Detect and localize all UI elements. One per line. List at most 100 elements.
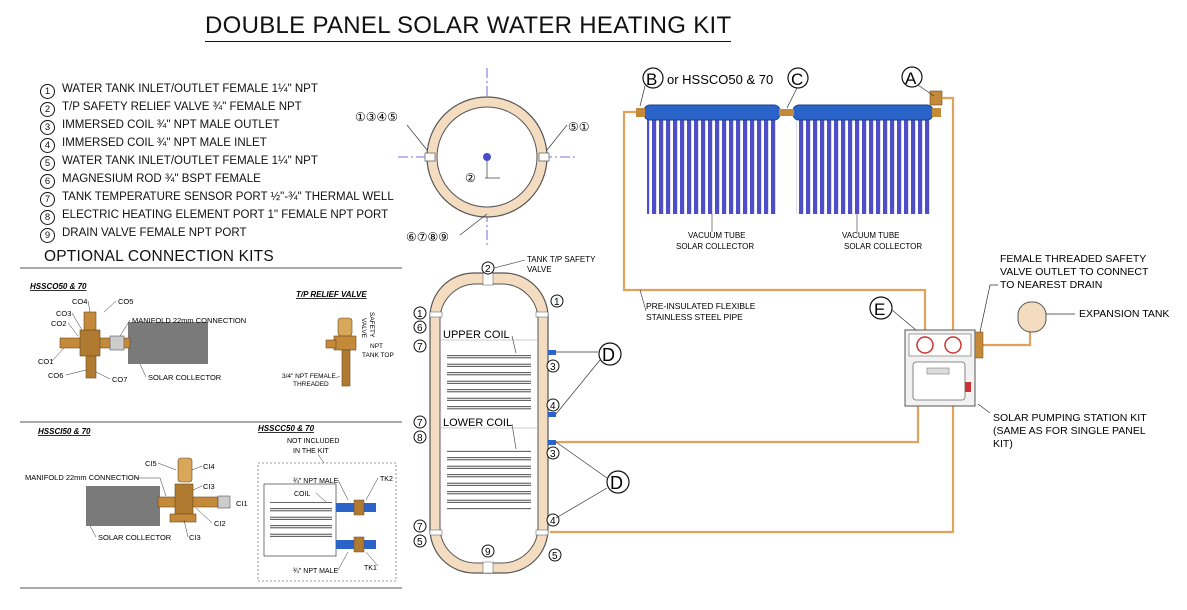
valve-icon (337, 317, 353, 337)
piping (550, 96, 1032, 534)
callouts-d: D D (555, 342, 630, 519)
part-label: CI5 (145, 459, 157, 468)
part-label: CO3 (56, 309, 71, 318)
legend-number: 9 (40, 228, 55, 243)
part-label: SOLAR COLLECTOR (98, 533, 172, 542)
expansion-tank: EXPANSION TANK (1017, 301, 1169, 333)
tp-valve-label: VALVE (527, 265, 552, 274)
port-number: 2 (485, 264, 491, 275)
callout-b-note: or HSSCO50 & 70 (667, 72, 773, 87)
callout-d: D (602, 345, 615, 365)
legend-item: 8 ELECTRIC HEATING ELEMENT PORT 1" FEMALE… (40, 207, 394, 225)
vacuum-tube-panel-1 (647, 118, 777, 214)
part-label: IN THE KIT (293, 448, 329, 455)
part-label: CI2 (214, 519, 226, 528)
part-label: ¾" NPT MALE (293, 478, 338, 485)
legend-text: TANK TEMPERATURE SENSOR PORT ½"-¾" THERM… (62, 191, 394, 203)
diagram-title: DOUBLE PANEL SOLAR WATER HEATING KIT (205, 12, 732, 42)
vacuum-tube-panel-2 (796, 118, 930, 214)
legend-text: WATER TANK INLET/OUTLET FEMALE 1¼" NPT (62, 83, 318, 95)
top-view-label-left: ①③④⑤ (355, 110, 398, 124)
pump-station-label: KIT) (993, 438, 1013, 450)
part-label: CI1 (236, 499, 248, 508)
port-number: 7 (417, 418, 423, 429)
callout-d: D (610, 473, 623, 493)
port-number: 3 (550, 362, 556, 373)
upper-coil-label: UPPER COIL (443, 329, 510, 341)
part-label: CO5 (118, 297, 133, 306)
coil-icon (270, 502, 332, 538)
part-label: TK2 (380, 476, 393, 483)
legend-number: 8 (40, 210, 55, 225)
safety-outlet-label: VALVE OUTLET TO CONNECT (1000, 266, 1149, 278)
part-label: SAFETY (368, 312, 375, 338)
callout-a: A (905, 69, 917, 88)
gauge-icon (944, 336, 962, 354)
manifold-2 (792, 104, 934, 121)
legend-number: 3 (40, 120, 55, 135)
legend-text: MAGNESIUM ROD ¾" BSPT FEMALE (62, 173, 261, 185)
kit-tp-valve: T/P RELIEF VALVE SAFETY VALVE NPT TANK T… (282, 290, 394, 388)
legend-number: 7 (40, 192, 55, 207)
kit-hssco: HSSCO50 & 70 CO4 CO3 CO2 CO5 CO1 CO6 CO7… (30, 282, 246, 384)
part-label: NPT (370, 343, 383, 350)
port-number: 1 (554, 297, 560, 308)
legend-number: 4 (40, 138, 55, 153)
kit-title: HSSCO50 & 70 (30, 282, 87, 291)
pump-station-label: (SAME AS FOR SINGLE PANEL (993, 425, 1146, 437)
port-number: 5 (552, 551, 558, 562)
pipe-label: STAINLESS STEEL PIPE (646, 312, 743, 322)
part-label: THREADED (293, 381, 329, 388)
panel-1-label: SOLAR COLLECTOR (676, 242, 754, 251)
kit-hsscc: HSSCC50 & 70 NOT INCLUDED IN THE KIT ¾" … (257, 424, 397, 582)
part-label: ¾" NPT MALE (293, 568, 338, 575)
port-number: 8 (417, 433, 423, 444)
part-label: TANK TOP (362, 352, 394, 359)
part-label: MANIFOLD 22mm CONNECTION (132, 316, 246, 325)
kit-title: HSSCC50 & 70 (258, 424, 315, 433)
legend-item: 6 MAGNESIUM ROD ¾" BSPT FEMALE (40, 171, 394, 189)
tank-top-view: ①③④⑤ ⑤① ② ⑥⑦⑧⑨ (355, 68, 590, 248)
tp-valve-label: TANK T/P SAFETY (527, 255, 596, 264)
pump-station-label: SOLAR PUMPING STATION KIT (993, 412, 1147, 424)
legend-text: T/P SAFETY RELIEF VALVE ¾" FEMALE NPT (62, 101, 302, 113)
part-label: NOT INCLUDED (287, 438, 339, 445)
kit-title: T/P RELIEF VALVE (296, 290, 367, 299)
legend-text: WATER TANK INLET/OUTLET FEMALE 1¼" NPT (62, 155, 318, 167)
port-number: 5 (417, 537, 423, 548)
legend-text: ELECTRIC HEATING ELEMENT PORT 1" FEMALE … (62, 209, 389, 221)
safety-outlet-label: FEMALE THREADED SAFETY (1000, 253, 1146, 265)
callout-c: C (791, 70, 803, 89)
legend-item: 4 IMMERSED COIL ¾" NPT MALE INLET (40, 135, 394, 153)
tank-ports: 1 6 7 7 8 7 5 1 3 4 3 4 5 2 (413, 261, 564, 562)
gauge-icon (916, 336, 934, 354)
part-label: 3/4" NPT FEMALE (282, 373, 337, 380)
legend-number: 6 (40, 174, 55, 189)
pipe-label: PRE-INSULATED FLEXIBLE (646, 301, 756, 311)
part-label: CO1 (38, 357, 53, 366)
part-label: TK1 (364, 565, 377, 572)
part-label: CI3 (203, 482, 215, 491)
panel-1-label: VACUUM TUBE (688, 231, 746, 240)
legend-text: IMMERSED COIL ¾" NPT MALE INLET (62, 137, 267, 149)
legend-text: IMMERSED COIL ¾" NPT MALE OUTLET (62, 119, 280, 131)
legend-number: 1 (40, 84, 55, 99)
solar-collector-block (128, 322, 208, 364)
legend-item: 7 TANK TEMPERATURE SENSOR PORT ½"-¾" THER… (40, 189, 394, 207)
top-view-label-right: ⑤① (568, 120, 590, 134)
part-label: MANIFOLD 22mm CONNECTION (25, 473, 139, 482)
expansion-tank-label: EXPANSION TANK (1079, 308, 1169, 320)
legend-item: 3 IMMERSED COIL ¾" NPT MALE OUTLET (40, 117, 394, 135)
top-view-label-bottom: ⑥⑦⑧⑨ (406, 230, 449, 244)
port-number: 6 (417, 323, 423, 334)
part-label: CO6 (48, 371, 63, 380)
part-label: VALVE (360, 318, 367, 339)
pump-station: E (869, 296, 984, 407)
port-number: 7 (417, 522, 423, 533)
part-label: CI3 (189, 533, 201, 542)
